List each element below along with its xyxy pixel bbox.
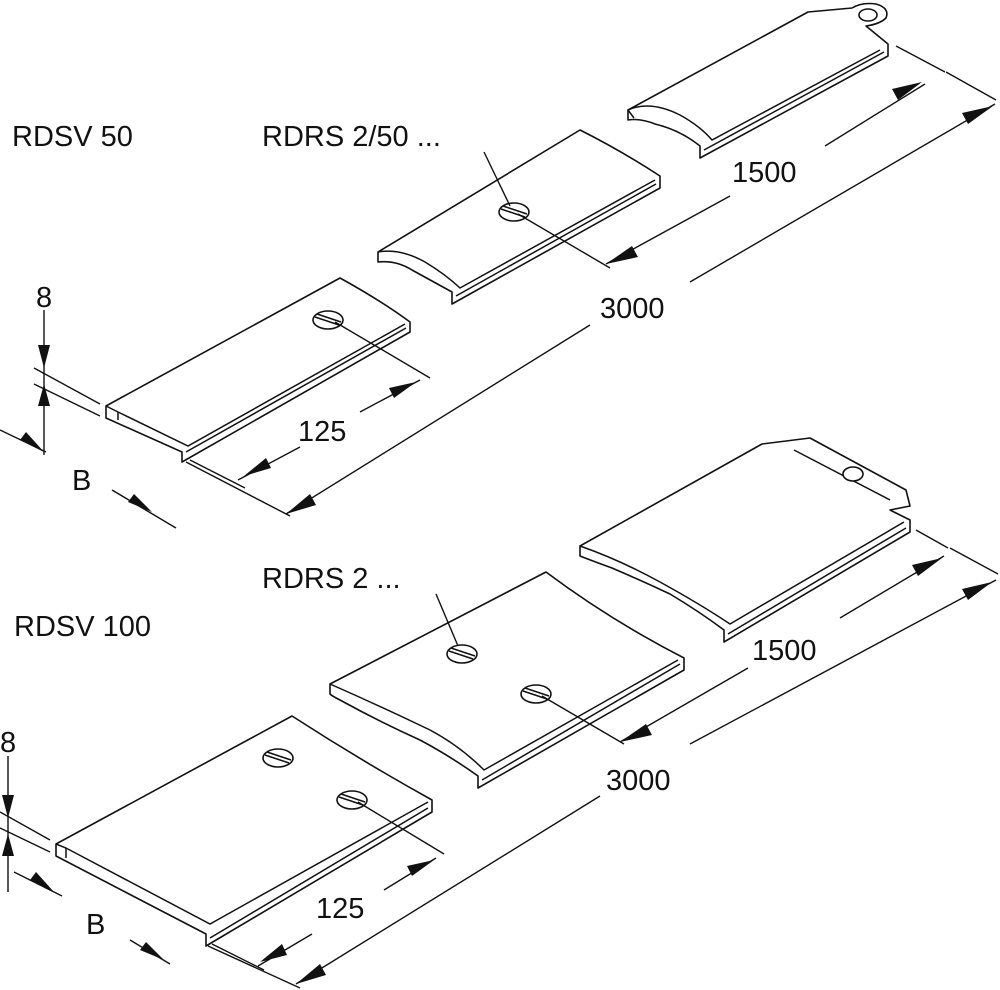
bottom-width-dimension — [13, 871, 171, 965]
bottom-screw-offset-value: 125 — [316, 893, 364, 925]
bottom-front-screw-lower — [336, 790, 368, 810]
bottom-part-leader — [435, 593, 459, 647]
top-part-leader — [483, 151, 511, 207]
top-width-dimension — [111, 489, 177, 529]
top-height-dimension — [0, 310, 101, 455]
top-half-length-dimension — [517, 45, 946, 269]
bottom-full-length-dimension — [207, 547, 999, 989]
bottom-screw-offset-dimension — [211, 801, 445, 971]
bottom-part-label: RDRS 2 ... — [262, 563, 401, 595]
top-assembly: RDSV 50 RDRS 2/50 ... 8 B 125 1500 3000 — [0, 2, 997, 529]
bottom-assembly: RDRS 2 ... RDSV 100 8 B 125 1500 3000 — [0, 437, 999, 989]
bottom-middle-screw-lower — [520, 684, 552, 704]
top-full-length-value: 3000 — [600, 293, 665, 325]
top-height-value: 8 — [36, 282, 52, 314]
bottom-front-screw-upper — [262, 748, 294, 768]
bottom-model-label: RDSV 100 — [14, 611, 151, 643]
top-model-label: RDSV 50 — [12, 121, 133, 153]
top-front-screw — [312, 310, 344, 330]
bottom-middle-screw-upper — [446, 644, 478, 664]
top-middle-section — [377, 129, 661, 305]
bottom-front-section — [55, 715, 433, 947]
top-screw-offset-dimension — [189, 321, 431, 489]
top-part-label: RDRS 2/50 ... — [262, 121, 441, 153]
top-screw-offset-value: 125 — [298, 416, 346, 448]
bottom-rear-section — [579, 437, 911, 643]
bottom-middle-section — [329, 571, 685, 789]
bottom-half-length-value: 1500 — [752, 635, 817, 667]
top-front-section — [105, 277, 411, 463]
bottom-width-value: B — [86, 909, 105, 941]
top-half-length-value: 1500 — [732, 157, 797, 189]
top-width-value: B — [72, 465, 91, 497]
bottom-height-value: 8 — [0, 727, 16, 759]
bottom-full-length-value: 3000 — [606, 765, 671, 797]
bottom-half-length-dimension — [541, 529, 949, 745]
top-full-length-dimension — [185, 71, 997, 517]
bottom-height-dimension — [0, 756, 51, 892]
top-rear-section — [627, 2, 889, 159]
